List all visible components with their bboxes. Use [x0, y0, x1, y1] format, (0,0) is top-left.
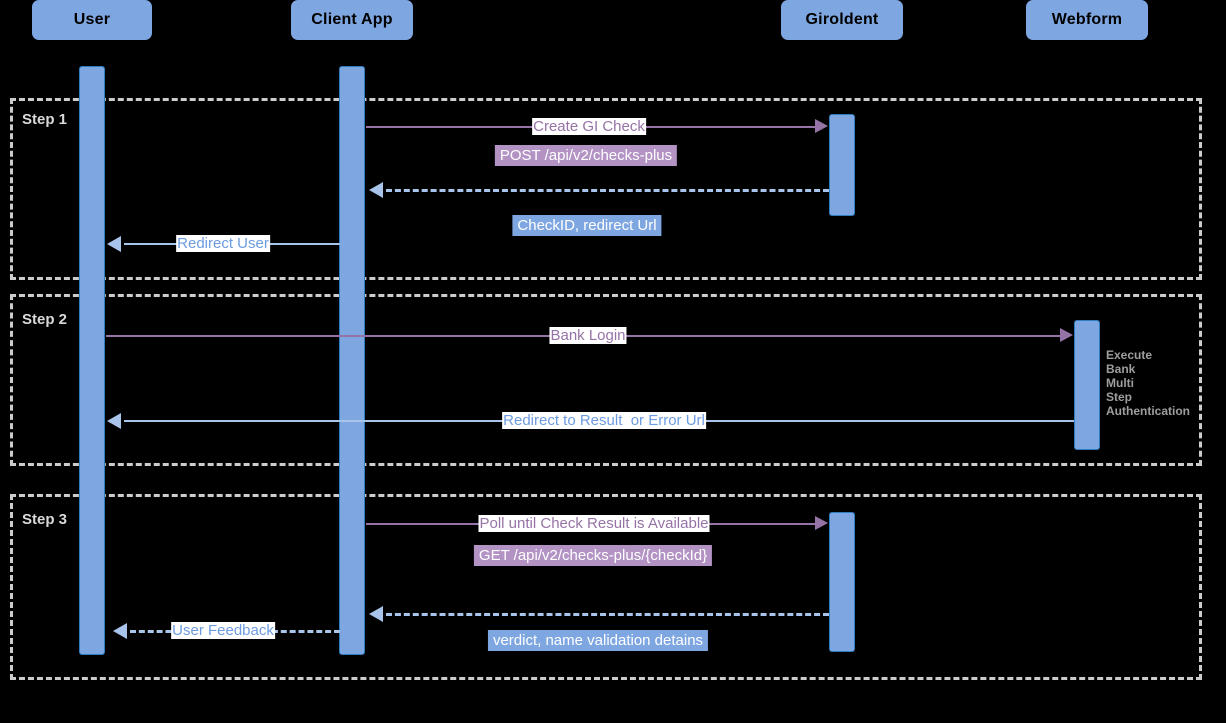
message-arrowhead-redirect-to-result — [107, 413, 121, 429]
message-arrowhead-user-feedback — [113, 623, 127, 639]
activation-bar-webform-step2 — [1074, 320, 1100, 450]
message-label-poll-check-result: Poll until Check Result is Available — [478, 515, 710, 532]
message-arrowhead-redirect-user — [107, 236, 121, 252]
message-arrowhead-check-result-response — [369, 606, 383, 622]
message-arrowhead-poll-check-result — [815, 516, 828, 530]
participant-webform[interactable]: Webform — [1026, 0, 1148, 40]
step-frame-2 — [10, 294, 1202, 466]
payload-badge-post-checks-plus: POST /api/v2/checks-plus — [494, 145, 678, 166]
activation-bar-giroident-step3 — [829, 512, 855, 652]
participant-user[interactable]: User — [32, 0, 152, 40]
participant-giroident[interactable]: Giroldent — [781, 0, 903, 40]
participant-giroident-label: Giroldent — [805, 11, 879, 28]
payload-badge-checkid-redirect-url: CheckID, redirect Url — [512, 215, 662, 236]
note-webform-authentication: Execute Bank Multi Step Authentication — [1106, 348, 1190, 418]
step-label-1: Step 1 — [22, 111, 68, 128]
participant-client-app-label: Client App — [311, 11, 393, 28]
participant-client-app[interactable]: Client App — [291, 0, 413, 40]
payload-badge-verdict-validation: verdict, name validation detains — [487, 630, 709, 651]
message-line-check-result-response — [386, 613, 829, 616]
step-frame-3 — [10, 494, 1202, 680]
message-arrowhead-bank-login — [1060, 328, 1073, 342]
step-frame-1 — [10, 98, 1202, 280]
message-label-user-feedback: User Feedback — [171, 622, 275, 639]
activation-bar-giroident-step1 — [829, 114, 855, 216]
participant-user-label: User — [73, 11, 111, 28]
participant-webform-label: Webform — [1051, 11, 1123, 28]
message-arrowhead-check-created-response — [369, 182, 383, 198]
message-label-create-gi-check: Create GI Check — [532, 118, 646, 135]
message-label-redirect-user: Redirect User — [176, 235, 270, 252]
message-label-redirect-to-result: Redirect to Result or Error Url — [502, 412, 706, 429]
step-label-2: Step 2 — [22, 311, 68, 328]
message-arrowhead-create-gi-check — [815, 119, 828, 133]
step-label-3: Step 3 — [22, 511, 68, 528]
message-label-bank-login: Bank Login — [549, 327, 627, 344]
activation-bar-client-app — [339, 66, 365, 655]
payload-badge-get-checks-plus: GET /api/v2/checks-plus/{checkId} — [473, 545, 713, 566]
message-line-check-created-response — [386, 189, 829, 192]
activation-bar-user — [79, 66, 105, 655]
